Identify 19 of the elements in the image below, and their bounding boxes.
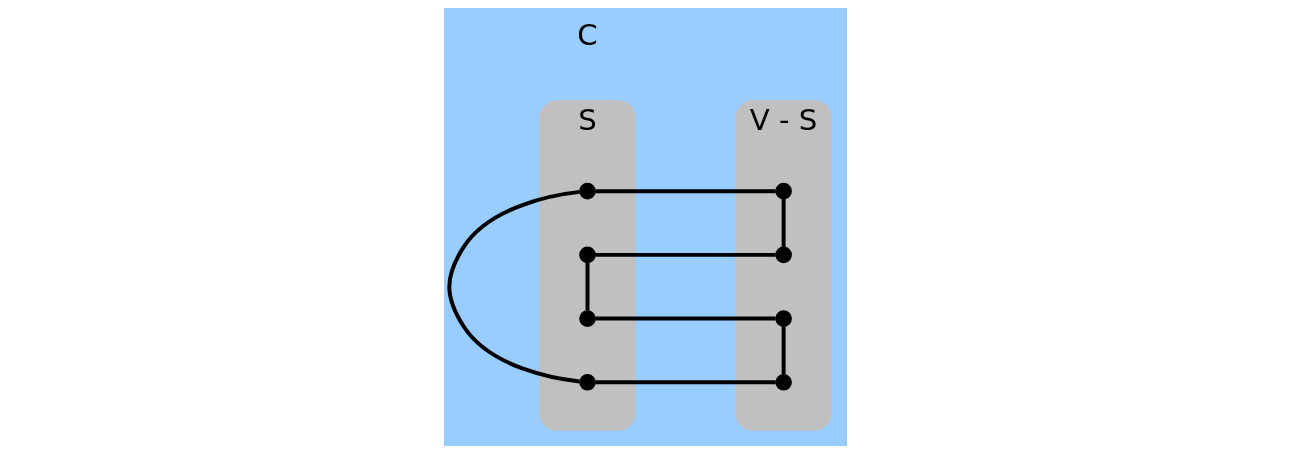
label: C <box>577 17 598 52</box>
connector <box>595 380 776 385</box>
node-circle <box>579 182 596 200</box>
node-circle <box>579 246 596 264</box>
cluster: S <box>539 100 636 431</box>
node-circle <box>775 182 792 200</box>
node-circle <box>579 373 596 391</box>
connector <box>595 316 776 321</box>
connector <box>585 262 590 311</box>
node-circle <box>775 246 792 264</box>
node-circle <box>579 310 596 327</box>
node-circle <box>775 310 792 327</box>
connector <box>781 199 786 247</box>
node-circle <box>775 373 792 391</box>
connector <box>781 326 786 375</box>
cluster: V - S <box>735 100 832 431</box>
connector <box>447 189 580 384</box>
connector <box>595 189 776 194</box>
connector <box>595 252 776 257</box>
